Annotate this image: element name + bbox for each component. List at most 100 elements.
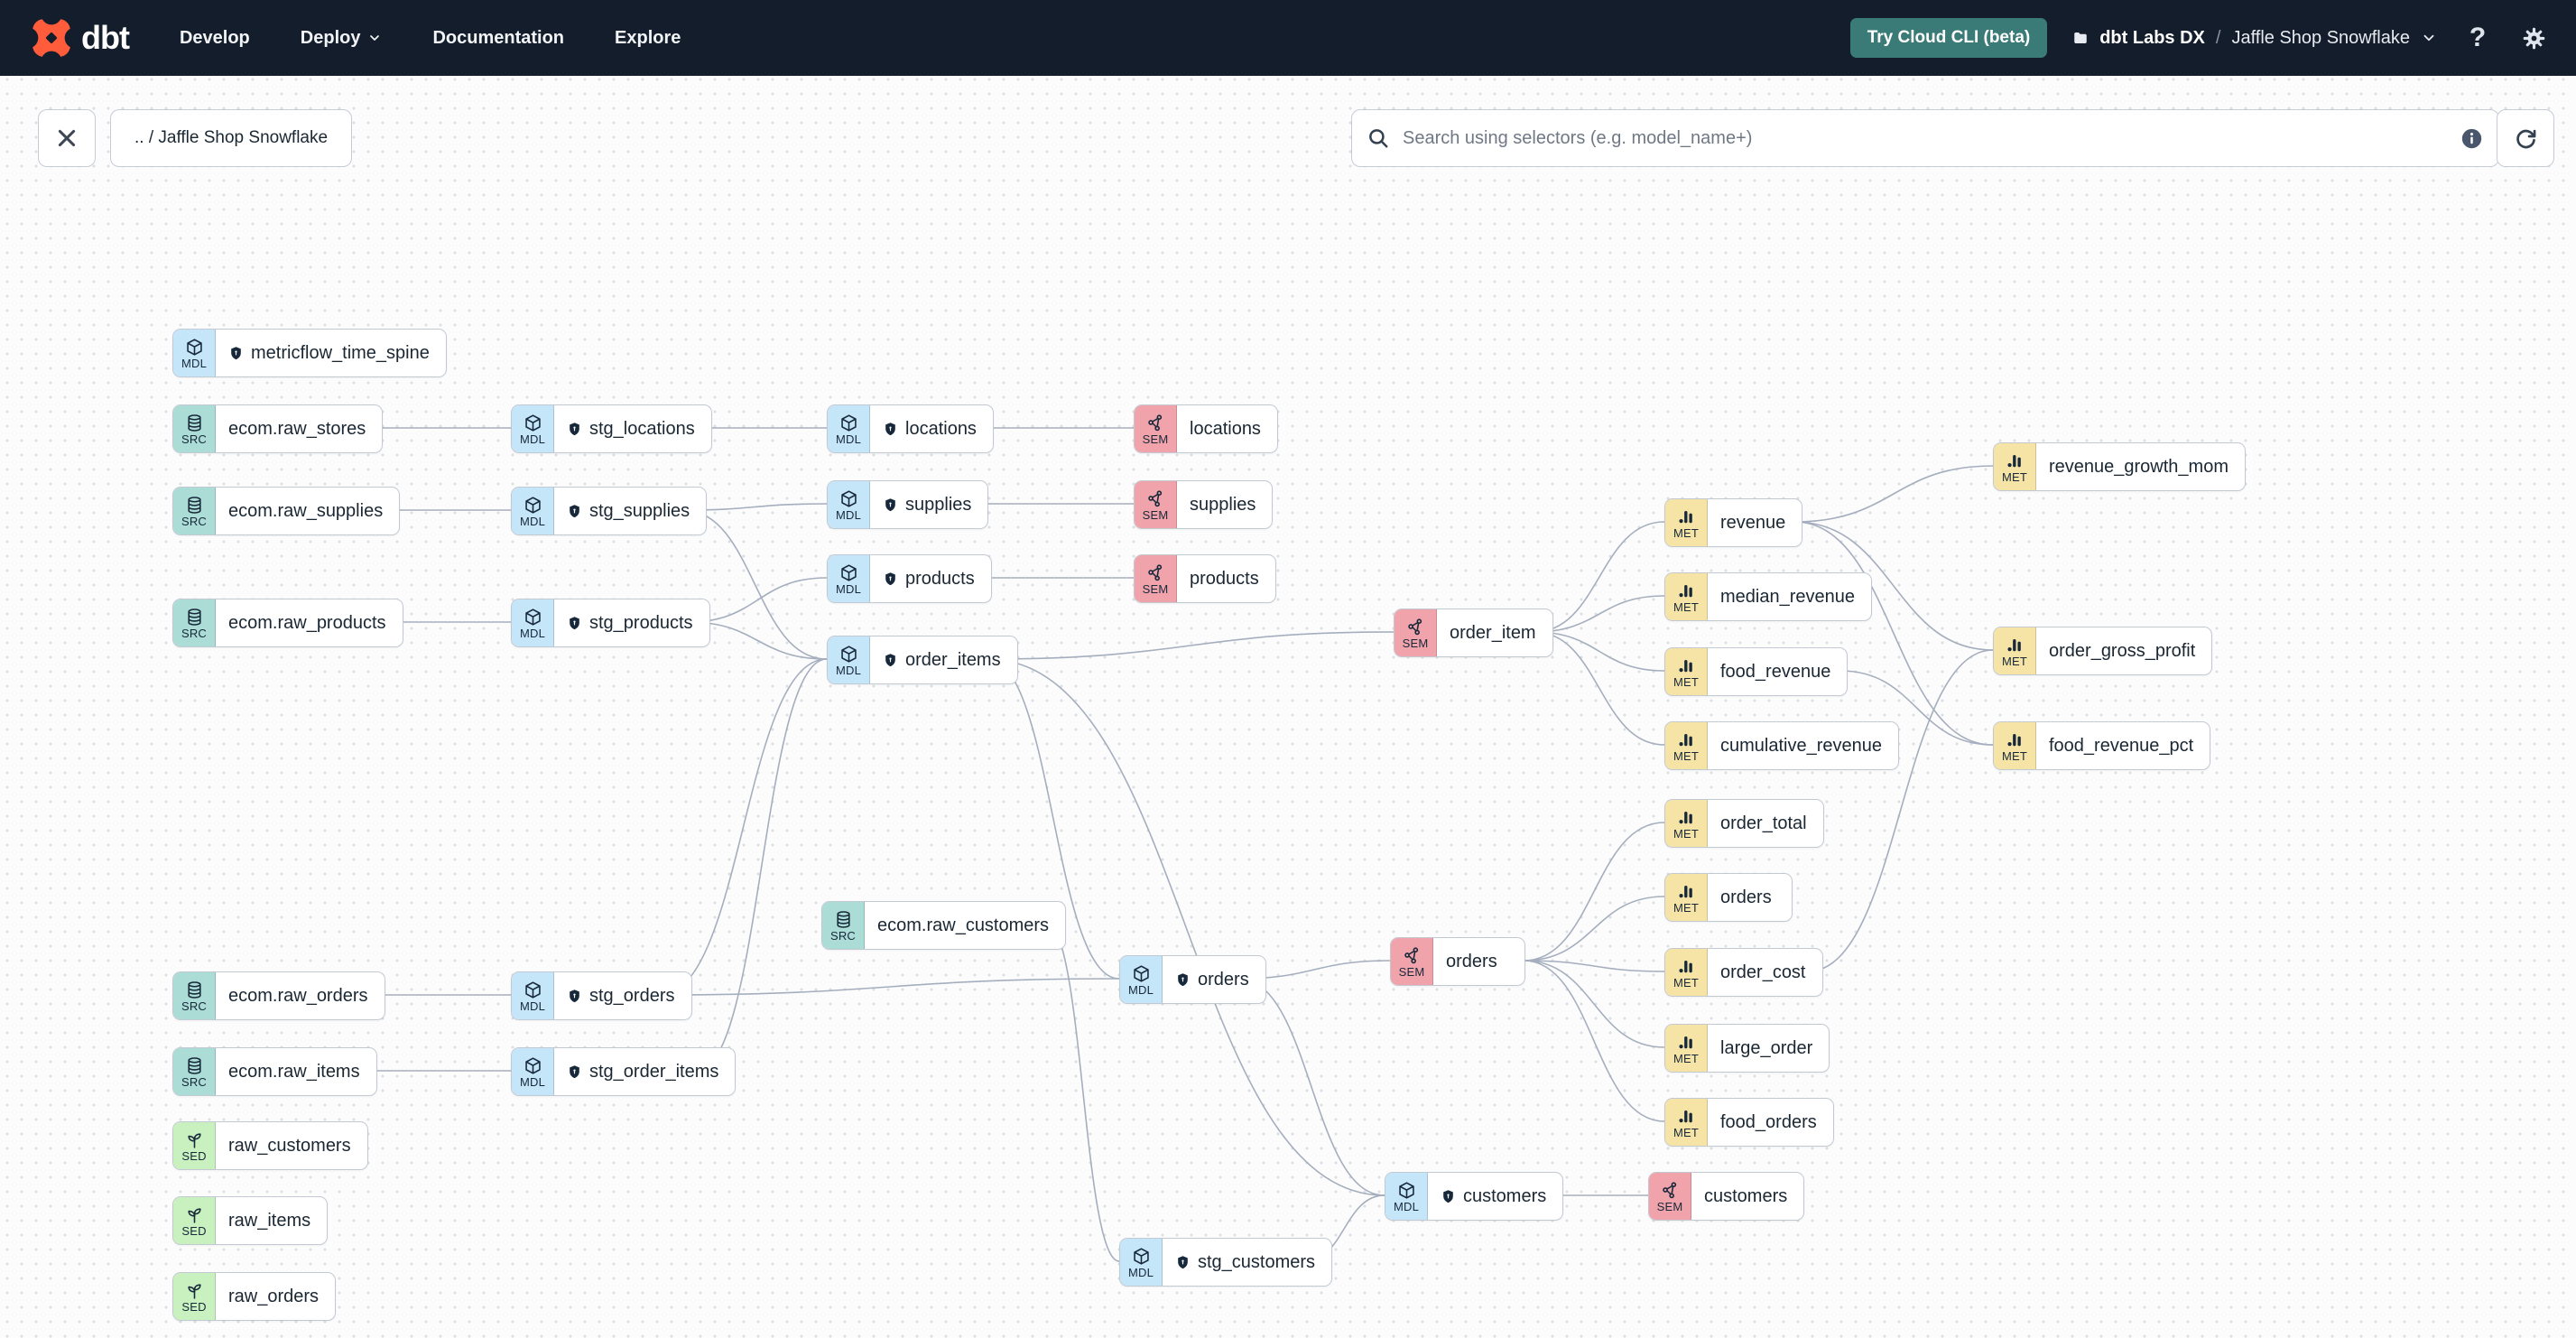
node-label: median_revenue xyxy=(1720,586,1855,607)
node-type-label: MET xyxy=(1673,1125,1700,1139)
node-type-label: SED xyxy=(181,1223,207,1238)
info-icon[interactable] xyxy=(2460,126,2484,151)
semantic-model-icon: SEM xyxy=(1395,609,1437,656)
cube-icon: MDL xyxy=(173,330,216,376)
database-icon: SRC xyxy=(822,902,865,949)
node-type-label: MET xyxy=(1673,599,1700,614)
graph-node-supplies_mdl[interactable]: MDL supplies xyxy=(827,480,989,529)
node-type-label: MET xyxy=(1673,525,1700,540)
node-label: supplies xyxy=(905,494,972,515)
cube-icon: MDL xyxy=(828,555,870,602)
node-label: food_revenue xyxy=(1720,661,1831,682)
metric-chart-icon: MET xyxy=(1665,800,1708,847)
edge-stg_orders-to-orders_mdl xyxy=(659,978,1120,996)
node-label-area: customers xyxy=(1428,1173,1562,1220)
shield-icon xyxy=(883,653,898,668)
nav-explore[interactable]: Explore xyxy=(615,28,681,49)
graph-node-ecom_raw_customers[interactable]: SRC ecom.raw_customers xyxy=(821,901,1067,950)
node-type-label: MDL xyxy=(835,581,862,596)
node-label: large_order xyxy=(1720,1037,1813,1058)
node-type-label: MDL xyxy=(181,356,208,370)
nav-develop[interactable]: Develop xyxy=(180,28,250,49)
cube-icon: MDL xyxy=(828,481,870,528)
help-icon[interactable]: ? xyxy=(2469,23,2487,52)
node-type-label: SRC xyxy=(181,626,208,640)
graph-breadcrumb[interactable]: .. / Jaffle Shop Snowflake xyxy=(110,109,353,167)
try-cloud-cli-button[interactable]: Try Cloud CLI (beta) xyxy=(1849,18,2048,58)
shield-icon xyxy=(1441,1189,1456,1204)
dbt-logo[interactable]: dbt xyxy=(31,17,130,59)
gear-icon[interactable] xyxy=(2518,23,2549,53)
node-type-label: MDL xyxy=(519,514,546,528)
close-button[interactable] xyxy=(38,109,96,167)
edge-order_item_sem-to-cumulative_revenue_met xyxy=(1534,631,1665,746)
edge-stg_products-to-order_items_mdl xyxy=(688,621,828,660)
search-input[interactable] xyxy=(1401,126,2449,150)
edge-revenue_met-to-food_revenue_pct_met xyxy=(1793,521,1994,746)
node-label: ecom.raw_orders xyxy=(228,985,368,1006)
refresh-button[interactable] xyxy=(2497,109,2554,167)
node-label: customers xyxy=(1463,1185,1547,1206)
node-label-area: food_revenue xyxy=(1708,648,1847,695)
chevron-down-icon xyxy=(370,35,380,41)
nav-deploy[interactable]: Deploy xyxy=(301,28,383,49)
project-breadcrumb[interactable]: dbt Labs DX / Jaffle Shop Snowflake xyxy=(2072,28,2437,49)
graph-breadcrumb-label: .. / Jaffle Shop Snowflake xyxy=(134,128,329,147)
node-label-area: order_item xyxy=(1437,609,1552,656)
node-label: orders xyxy=(1446,951,1497,971)
database-icon: SRC xyxy=(173,972,216,1019)
semantic-model-icon: SEM xyxy=(1649,1173,1691,1220)
shield-icon xyxy=(228,346,244,361)
graph-node-median_revenue_met[interactable]: MET median_revenue xyxy=(1664,572,1872,621)
node-label-area: locations xyxy=(1177,405,1277,452)
project-name[interactable]: Jaffle Shop Snowflake xyxy=(2231,27,2410,48)
account-name[interactable]: dbt Labs DX xyxy=(2099,27,2205,48)
node-label-area: ecom.raw_customers xyxy=(865,902,1065,949)
main-nav: Develop Deploy Documentation Explore xyxy=(180,28,681,49)
node-label-area: supplies xyxy=(1177,481,1272,528)
nav-documentation[interactable]: Documentation xyxy=(432,28,564,49)
node-type-label: SRC xyxy=(829,928,857,943)
graph-node-ecom_raw_orders[interactable]: SRC ecom.raw_orders xyxy=(172,971,385,1020)
nav-documentation-label: Documentation xyxy=(432,27,565,48)
shield-icon xyxy=(883,497,898,513)
node-label: ecom.raw_items xyxy=(228,1061,360,1082)
